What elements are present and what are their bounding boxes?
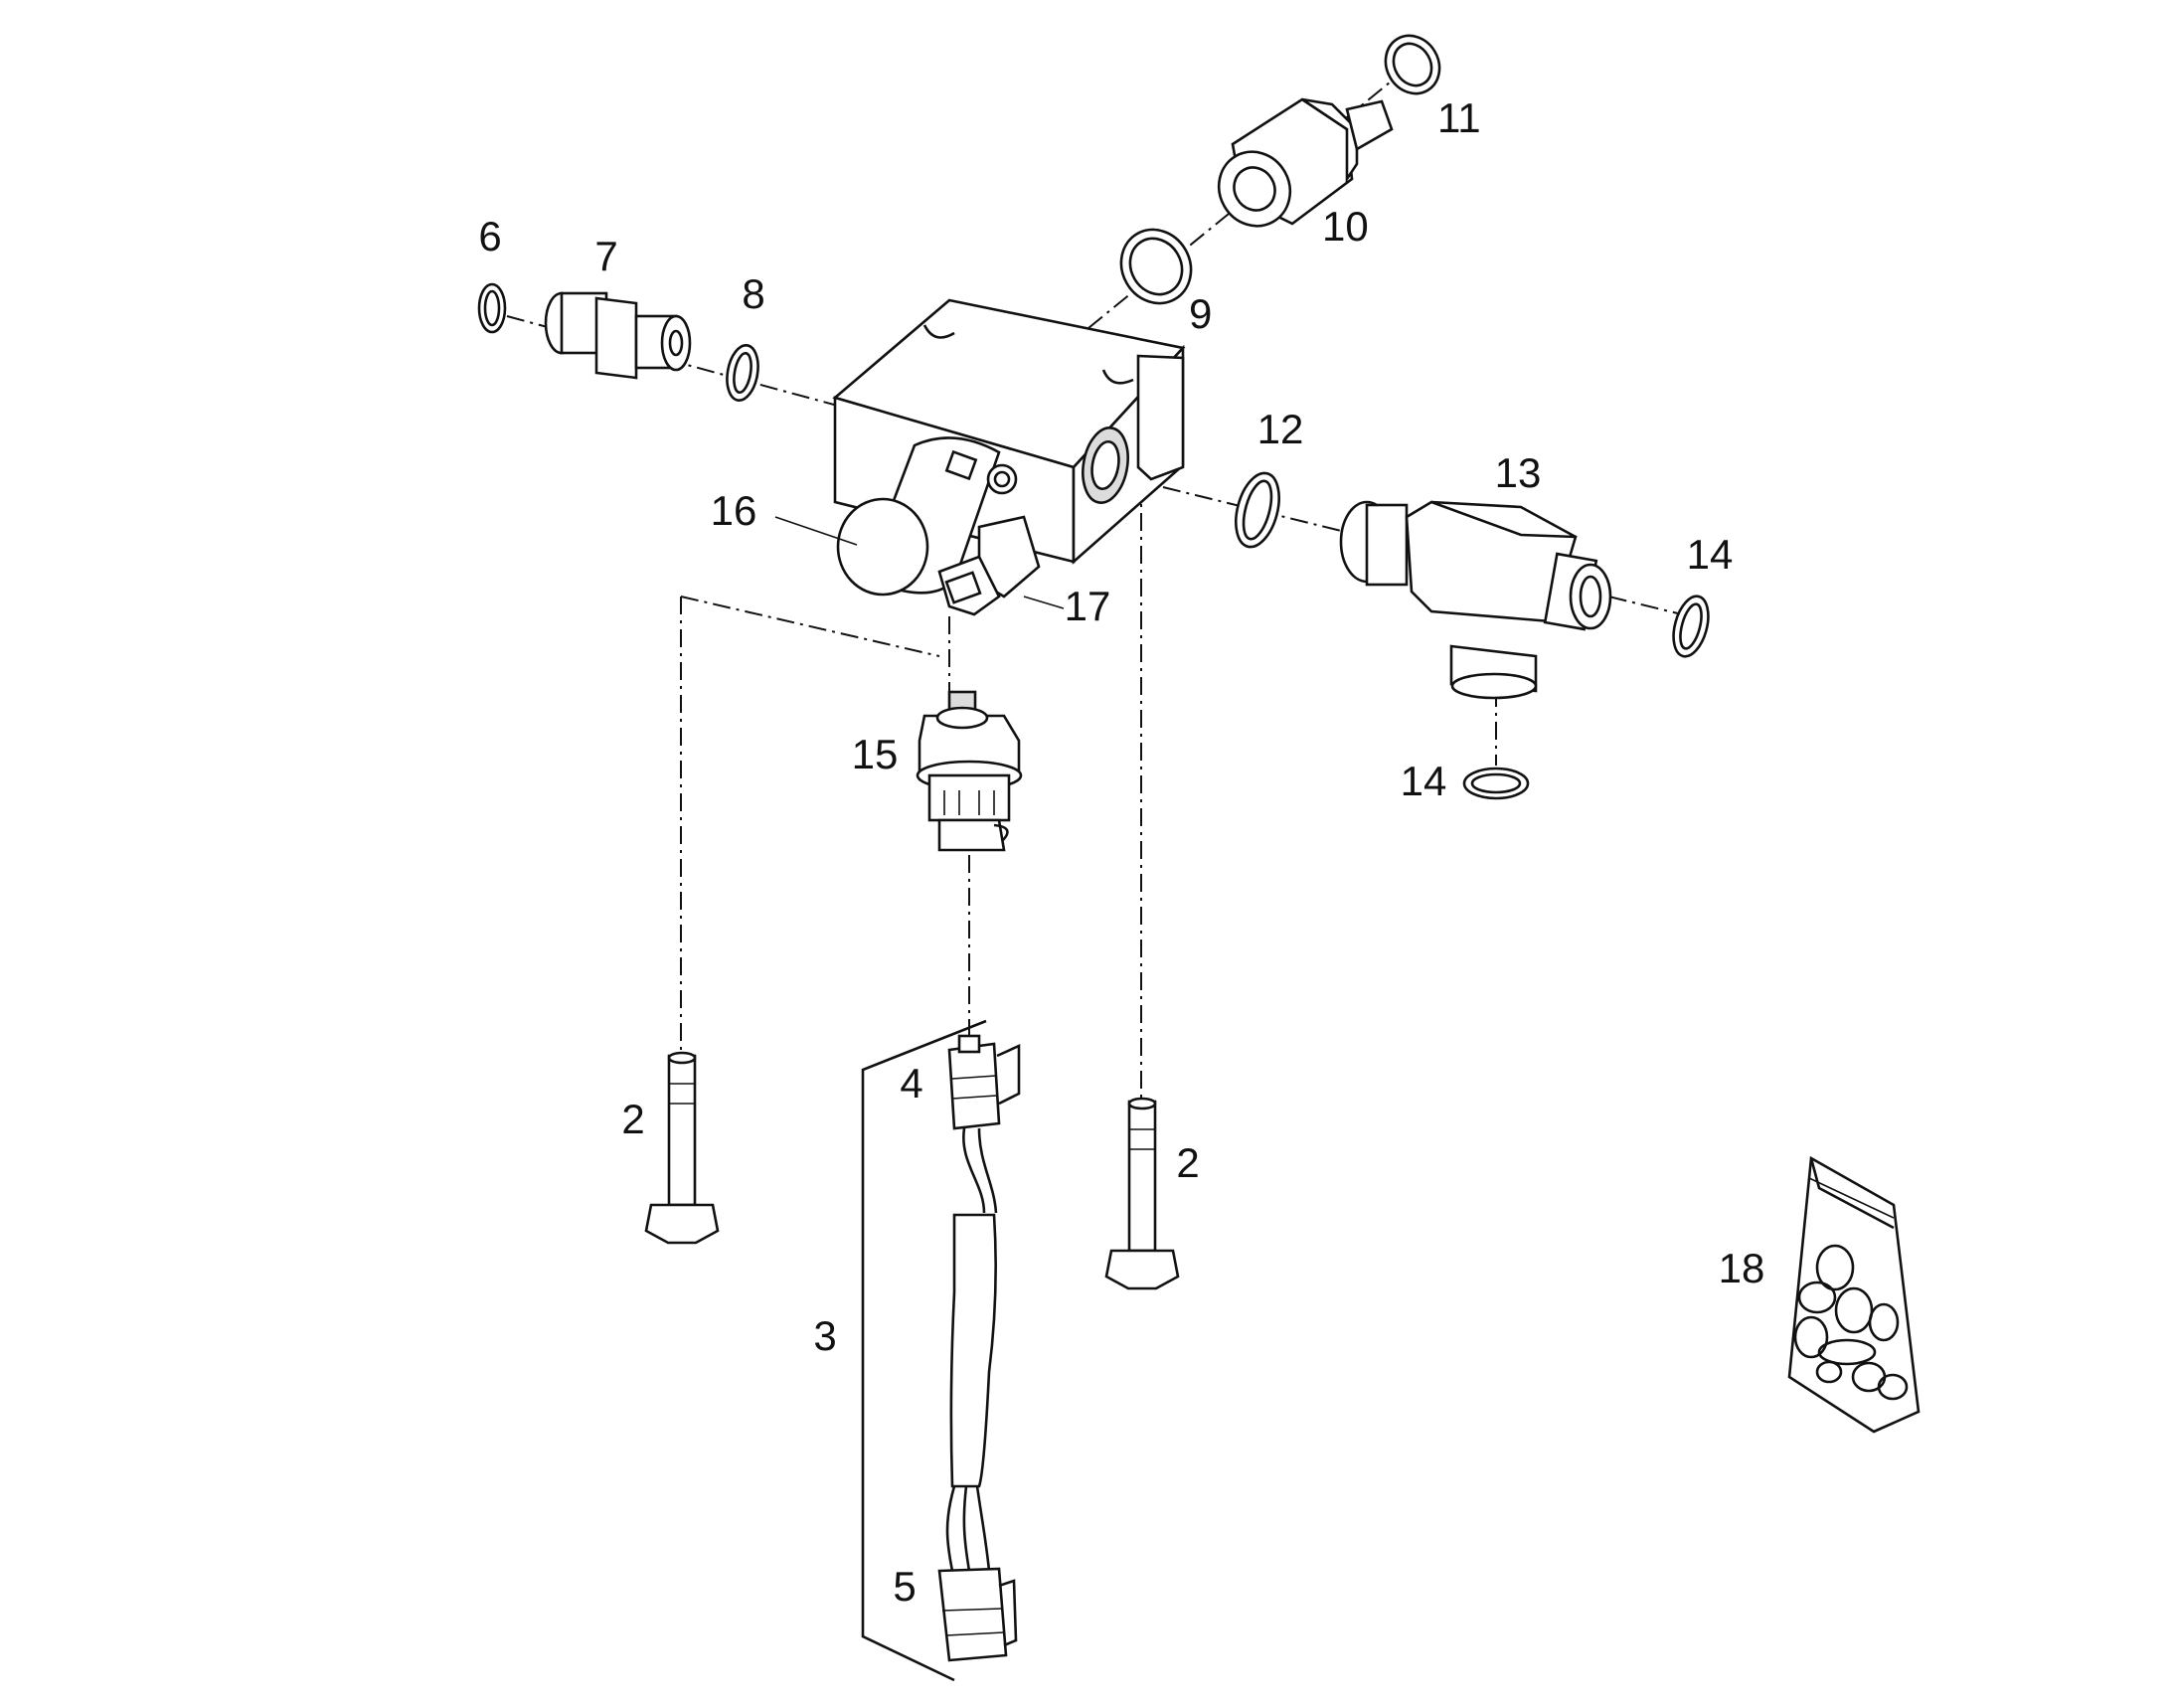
- harness-sheath: [949, 1213, 997, 1488]
- harness-3: [861, 1019, 1021, 1682]
- solenoid-16: [836, 436, 1018, 597]
- callout-17: 17: [1065, 583, 1111, 629]
- callout-labels: 6 7 8 9 10 11 12 13 14 14 15 16 17 2 2 3…: [478, 94, 1764, 1610]
- connector-5: [937, 1567, 1008, 1662]
- bolt-2-left: [644, 1051, 720, 1245]
- fitting-10: [1217, 97, 1394, 228]
- callout-3: 3: [813, 1312, 836, 1359]
- callout-2-right: 2: [1176, 1139, 1199, 1186]
- axis-left-bolt-jog: [680, 596, 940, 657]
- connector-4: [947, 1042, 1001, 1130]
- callout-7: 7: [594, 233, 617, 279]
- o-ring-11: [1384, 34, 1441, 95]
- solenoid-cap: [836, 497, 929, 597]
- callout-9: 9: [1189, 290, 1212, 337]
- seal-kit-18: [1787, 1155, 1921, 1434]
- callout-5: 5: [893, 1563, 916, 1610]
- callout-14-right: 14: [1687, 531, 1734, 578]
- callout-15: 15: [852, 731, 899, 777]
- callout-10: 10: [1322, 203, 1369, 250]
- callout-14-bottom: 14: [1401, 758, 1447, 804]
- fitting-7: [544, 291, 692, 380]
- leader-lines: [774, 516, 1065, 609]
- tee-fitting-13: [1339, 500, 1612, 700]
- block-side-lip: [1136, 354, 1185, 481]
- callout-18: 18: [1719, 1245, 1765, 1291]
- callout-8: 8: [742, 270, 764, 317]
- callout-13: 13: [1495, 449, 1542, 496]
- o-ring-6: [477, 282, 507, 334]
- o-ring-12: [1235, 471, 1280, 549]
- bolt-2-right: [1104, 1097, 1180, 1290]
- callout-2-left: 2: [621, 1096, 644, 1142]
- o-ring-8: [726, 344, 759, 402]
- o-ring-14-bottom: [1462, 767, 1530, 800]
- callout-16: 16: [711, 487, 757, 534]
- callout-4: 4: [900, 1060, 922, 1107]
- callout-12: 12: [1257, 406, 1304, 452]
- callout-6: 6: [478, 213, 501, 259]
- connector-17: [937, 515, 1041, 616]
- o-ring-14-right: [1672, 595, 1710, 658]
- callout-11: 11: [1437, 94, 1481, 141]
- pressure-sensor-15: [916, 690, 1023, 852]
